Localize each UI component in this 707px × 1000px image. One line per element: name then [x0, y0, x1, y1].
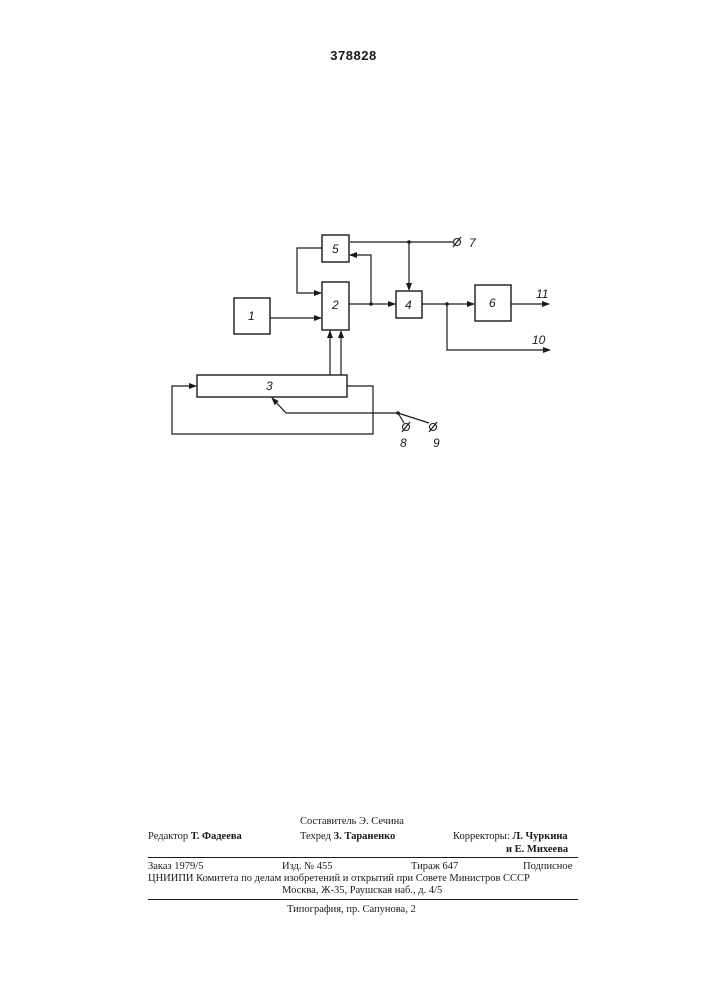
- block-1-label: 1: [248, 309, 255, 323]
- block-4-label: 4: [405, 298, 412, 312]
- divider: [148, 857, 578, 858]
- link-8-9-to-3: [272, 398, 429, 423]
- corrector-2: и Е. Михеева: [506, 843, 568, 856]
- block-5-label: 5: [332, 242, 339, 256]
- techred-name: З. Тараненко: [334, 831, 396, 842]
- techred-label: Техред: [300, 831, 331, 842]
- output-10-label: 10: [532, 333, 546, 347]
- printing-house: Типография, пр. Сапунова, 2: [287, 903, 416, 916]
- subscription: Подписное: [523, 860, 572, 873]
- terminal-8-label: 8: [400, 436, 407, 450]
- block-3-label: 3: [266, 379, 273, 393]
- corrector-1: Л. Чуркина: [512, 831, 567, 842]
- editor-line: Редактор Т. Фадеева: [148, 830, 242, 843]
- compiler-line: Составитель Э. Сечина: [300, 815, 404, 828]
- editor-label: Редактор: [148, 831, 188, 842]
- output-11-label: 11: [536, 287, 548, 301]
- editor-name: Т. Фадеева: [191, 831, 242, 842]
- terminal-7-label: 7: [469, 236, 477, 250]
- address-line: Москва, Ж-35, Раушская наб., д. 4/5: [282, 884, 442, 897]
- link-5-to-2: [297, 248, 322, 293]
- terminal-9-label: 9: [433, 436, 440, 450]
- techred-line: Техред З. Тараненко: [300, 830, 395, 843]
- block-6-label: 6: [489, 296, 496, 310]
- divider: [148, 899, 578, 900]
- block-2-label: 2: [331, 298, 339, 312]
- correctors-label: Корректоры:: [453, 831, 510, 842]
- correctors-line: Корректоры: Л. Чуркина: [453, 830, 568, 843]
- link-2-to-5: [350, 255, 371, 304]
